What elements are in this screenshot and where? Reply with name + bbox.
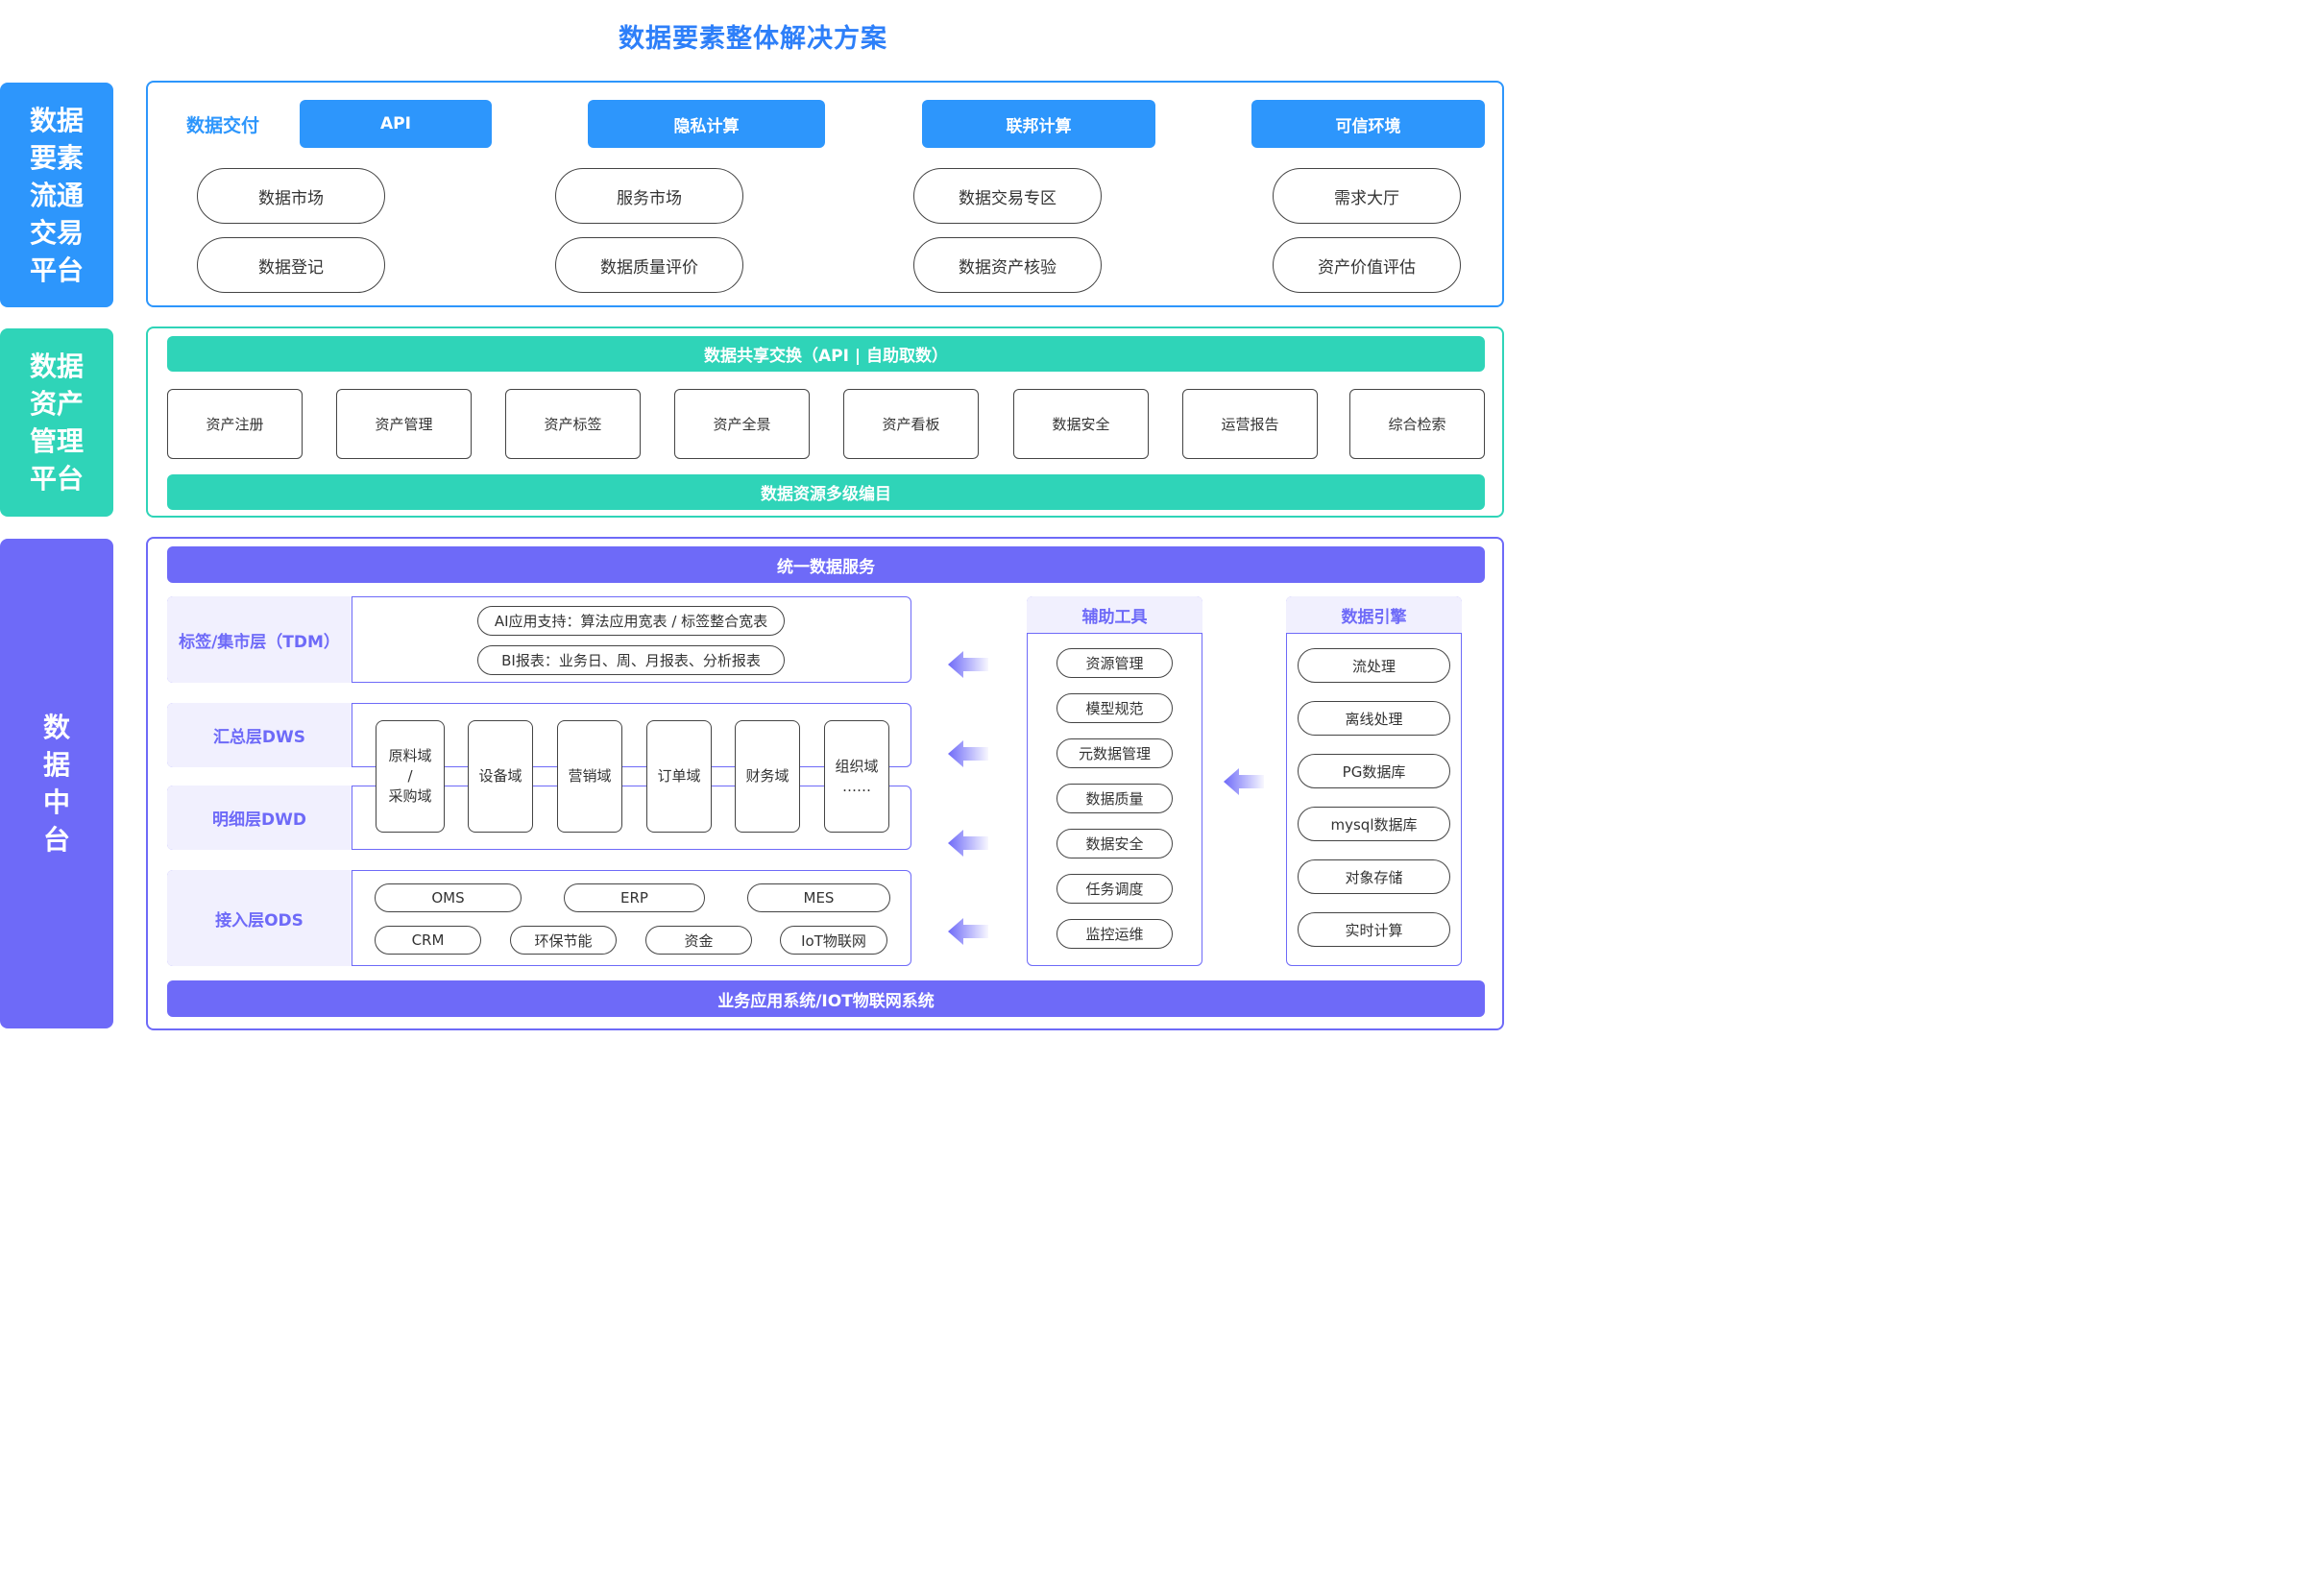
trade-platform-label: 数据 要素 流通 交易 平台 [0,83,113,307]
tool-data-quality[interactable]: 数据质量 [1056,784,1173,813]
unified-data-service-bar[interactable]: 统一数据服务 [167,546,1485,583]
domain-finance[interactable]: 财务域 [735,720,800,833]
domain-equipment[interactable]: 设备域 [468,720,533,833]
catalog-bar[interactable]: 数据资源多级编目 [167,474,1485,510]
tool-scheduling[interactable]: 任务调度 [1056,874,1173,904]
label-line: 交易 [29,216,84,249]
label-line: 平台 [29,463,84,495]
delivery-label: 数据交付 [186,115,260,136]
asset-management-box[interactable]: 资产管理 [336,389,472,459]
domain-organization[interactable]: 组织域 …… [824,720,889,833]
federated-computing-button[interactable]: 联邦计算 [922,100,1155,148]
data-middle-platform-label: 数 据 中 台 [0,539,113,1028]
source-iot[interactable]: IoT物联网 [780,926,887,955]
domain-order[interactable]: 订单域 [646,720,712,833]
label-line: 管理 [29,425,84,457]
engine-stream[interactable]: 流处理 [1298,648,1450,683]
ai-support-pill[interactable]: AI应用支持：算法应用宽表 / 标签整合宽表 [477,606,785,636]
ods-layer-label: 接入层ODS [167,870,352,966]
label-line: 中 [42,786,70,818]
module-data-market[interactable]: 数据市场 [197,168,385,224]
tool-metadata[interactable]: 元数据管理 [1056,738,1173,768]
source-funds[interactable]: 资金 [645,926,752,955]
module-data-registration[interactable]: 数据登记 [197,237,385,293]
arrow-left-icon [948,649,988,680]
arrow-left-icon [948,916,988,947]
trusted-environment-button[interactable]: 可信环境 [1251,100,1485,148]
tool-model-spec[interactable]: 模型规范 [1056,693,1173,723]
asset-tag-box[interactable]: 资产标签 [505,389,641,459]
domain-marketing[interactable]: 营销域 [557,720,622,833]
tools-panel-title: 辅助工具 [1027,596,1202,634]
module-demand-hall[interactable]: 需求大厅 [1273,168,1461,224]
label-line: 资产 [29,388,84,420]
engine-mysql[interactable]: mysql数据库 [1298,807,1450,841]
source-mes[interactable]: MES [747,883,890,912]
source-crm[interactable]: CRM [375,926,481,955]
label-line: 数 [42,712,70,743]
module-service-market[interactable]: 服务市场 [555,168,743,224]
tool-monitoring[interactable]: 监控运维 [1056,919,1173,949]
label-line: 数据 [29,351,84,382]
engine-panel-title: 数据引擎 [1286,596,1462,634]
module-quality-evaluation[interactable]: 数据质量评价 [555,237,743,293]
api-button[interactable]: API [300,100,492,148]
engine-realtime[interactable]: 实时计算 [1298,912,1450,947]
label-line: 台 [42,824,70,856]
tdm-layer-label: 标签/集市层（TDM） [167,596,352,683]
module-asset-verification[interactable]: 数据资产核验 [913,237,1102,293]
source-oms[interactable]: OMS [375,883,522,912]
search-box[interactable]: 综合检索 [1349,389,1485,459]
business-systems-bar[interactable]: 业务应用系统/IOT物联网系统 [167,980,1485,1017]
bi-report-pill[interactable]: BI报表：业务日、周、月报表、分析报表 [477,645,785,675]
data-security-box[interactable]: 数据安全 [1013,389,1149,459]
engine-object-storage[interactable]: 对象存储 [1298,859,1450,894]
arrow-left-icon [1224,766,1264,797]
label-line: 平台 [29,254,84,286]
label-line: 流通 [29,179,84,211]
asset-register-box[interactable]: 资产注册 [167,389,303,459]
source-erp[interactable]: ERP [564,883,705,912]
label-line: 据 [42,749,70,781]
engine-pg[interactable]: PG数据库 [1298,754,1450,788]
operation-report-box[interactable]: 运营报告 [1182,389,1318,459]
engine-offline[interactable]: 离线处理 [1298,701,1450,736]
domain-procurement[interactable]: 原料域 / 采购域 [376,720,445,833]
tool-resource-management[interactable]: 资源管理 [1056,648,1173,678]
asset-dashboard-box[interactable]: 资产看板 [843,389,979,459]
label-line: 数据 [29,104,84,136]
module-value-assessment[interactable]: 资产价值评估 [1273,237,1461,293]
label-line: 要素 [29,141,84,174]
tool-data-security[interactable]: 数据安全 [1056,829,1173,858]
source-environment[interactable]: 环保节能 [510,926,617,955]
data-sharing-bar[interactable]: 数据共享交换（API | 自助取数） [167,336,1485,372]
module-trade-zone[interactable]: 数据交易专区 [913,168,1102,224]
arrow-left-icon [948,738,988,769]
dws-layer-label: 汇总层DWS [167,703,352,767]
privacy-computing-button[interactable]: 隐私计算 [588,100,825,148]
dwd-layer-label: 明细层DWD [167,786,352,850]
arrow-left-icon [948,828,988,858]
asset-overview-box[interactable]: 资产全景 [674,389,810,459]
asset-platform-label: 数据 资产 管理 平台 [0,328,113,517]
page-title: 数据要素整体解决方案 [619,24,887,54]
